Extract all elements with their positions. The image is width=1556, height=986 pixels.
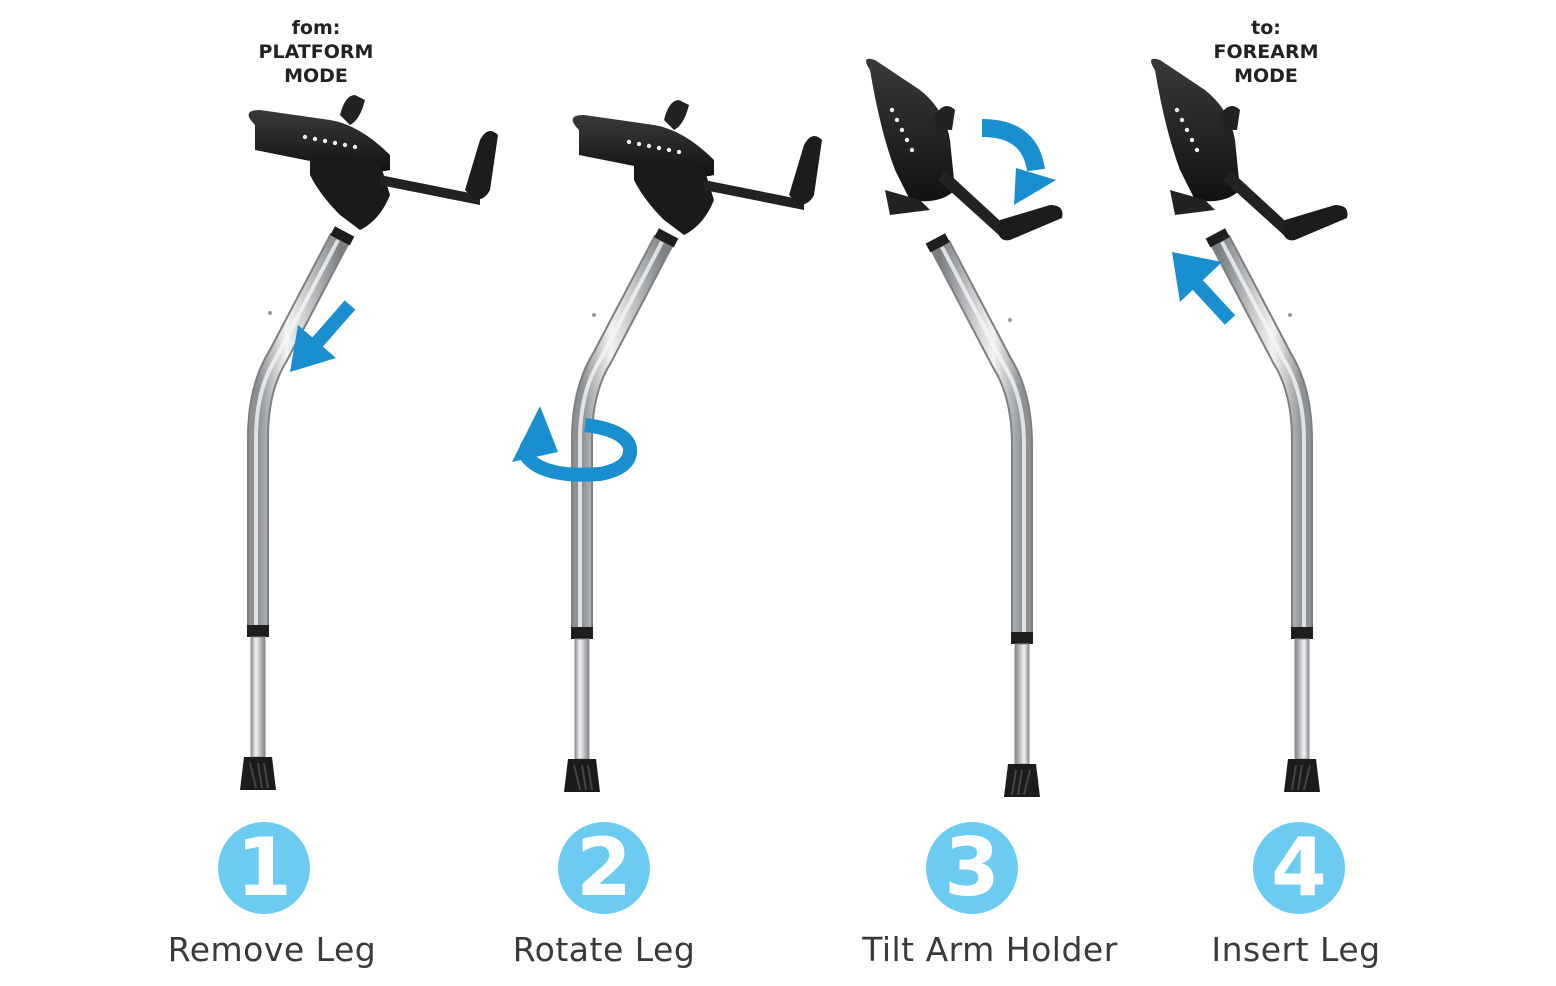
rotate-icon — [512, 406, 638, 482]
arrow-down-left-icon — [290, 300, 356, 372]
from-label-prefix: fom: — [291, 17, 341, 39]
step-2-badge: 2 — [558, 822, 650, 914]
step-4-badge: 4 — [1253, 822, 1345, 914]
step-2-label: Rotate Leg — [512, 930, 696, 969]
from-mode-label: fom: PLATFORM MODE — [236, 16, 396, 88]
to-mode-label: to: FOREARM MODE — [1186, 16, 1346, 88]
arrow-up-left-icon — [1172, 252, 1236, 325]
from-label-suffix: MODE — [284, 65, 348, 87]
curved-arrow-icon — [981, 119, 1056, 205]
to-label-mode: FOREARM — [1213, 41, 1319, 63]
crutch-step-2 — [564, 100, 822, 792]
to-label-suffix: MODE — [1234, 65, 1298, 87]
step-4-label: Insert Leg — [1211, 930, 1381, 969]
crutch-step-1 — [240, 95, 498, 790]
step-1-label: Remove Leg — [167, 930, 377, 969]
crutch-step-4 — [1151, 58, 1348, 792]
from-label-mode: PLATFORM — [258, 41, 374, 63]
to-label-prefix: to: — [1251, 17, 1281, 39]
step-1-badge: 1 — [218, 822, 310, 914]
step-3-label: Tilt Arm Holder — [862, 930, 1118, 969]
step-3-badge: 3 — [926, 822, 1018, 914]
